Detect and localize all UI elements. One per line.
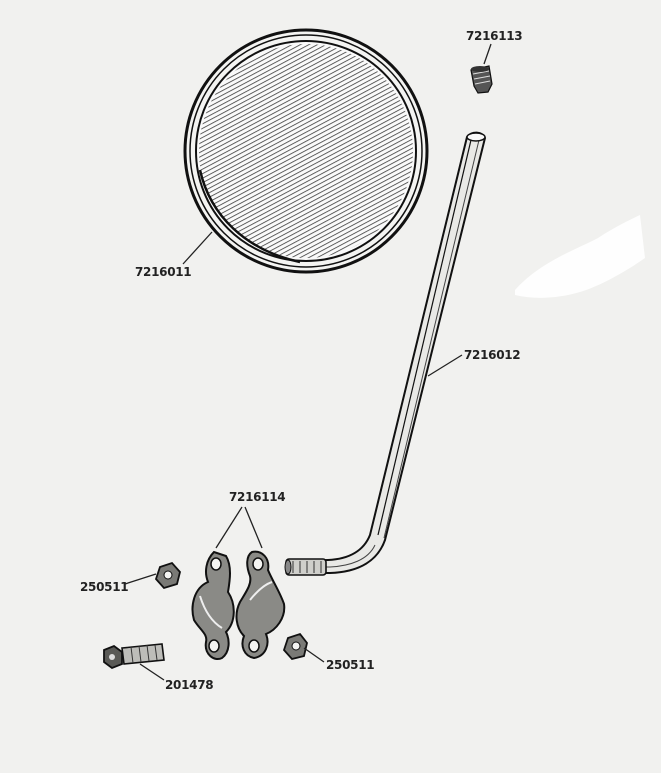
- nut-right: [282, 632, 308, 661]
- clamp-right: [235, 550, 286, 660]
- leader-bolt: [139, 663, 165, 681]
- leader-nut-right: [303, 647, 325, 663]
- label-stem: 7216012: [464, 348, 520, 362]
- bolt-part: [103, 643, 165, 670]
- leader-cap: [483, 43, 492, 65]
- label-cap: 7216113: [466, 29, 522, 43]
- leader-clamp-left: [215, 506, 243, 549]
- stem-part: [284, 131, 487, 576]
- leader-nut-left: [124, 573, 157, 585]
- leader-clamp-right: [244, 506, 263, 549]
- leader-stem: [427, 354, 463, 377]
- label-mirror-head: 7216011: [135, 265, 191, 279]
- label-clamp: 7216114: [229, 490, 285, 504]
- cap-part: [470, 65, 493, 94]
- clamp-left: [191, 550, 235, 660]
- mirror-head: [183, 28, 429, 274]
- scan-smudge: [515, 215, 645, 298]
- label-bolt: 201478: [165, 678, 213, 692]
- nut-left: [154, 561, 181, 590]
- label-nut-right: 250511: [326, 658, 374, 672]
- leader-mirror-head: [182, 231, 213, 265]
- label-nut-left: 250511: [80, 580, 128, 594]
